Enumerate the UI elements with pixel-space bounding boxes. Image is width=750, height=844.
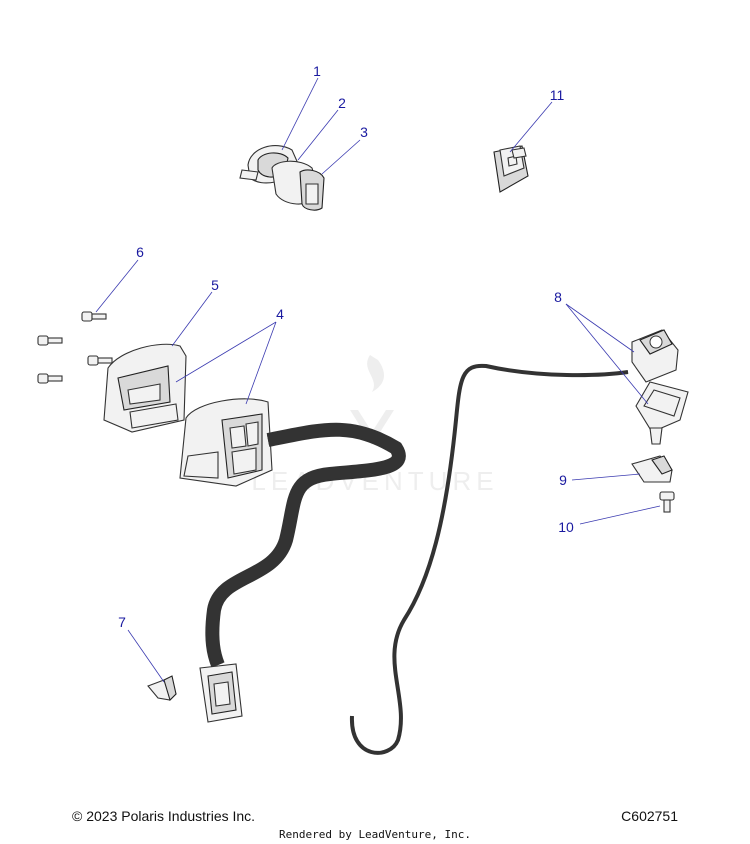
accessory-harness [349,363,629,755]
switch-bezel [635,381,689,445]
ignition-switch [239,145,325,211]
callout-8: 8 [554,289,562,305]
screws [37,311,113,384]
bracket [631,455,673,483]
switch-housing-cover [103,343,187,433]
rendered-by-text: Rendered by LeadVenture, Inc. [278,828,472,841]
wire-clip [147,675,177,702]
callout-2: 2 [338,95,346,111]
callout-3: 3 [360,124,368,140]
handlebar-switch [179,398,273,487]
drawing-code: C602751 [621,808,678,824]
callout-5: 5 [211,277,219,293]
callout-6: 6 [136,244,144,260]
rocker-switch [493,145,529,193]
callout-9: 9 [559,472,567,488]
callout-11: 11 [550,87,565,103]
leader-lines [95,77,661,683]
callout-10: 10 [558,519,574,535]
harness-connector [199,663,243,723]
bolt [659,491,675,513]
callout-7: 7 [118,614,126,630]
accessory-switch [631,329,679,383]
callout-4: 4 [276,306,284,322]
callout-1: 1 [313,63,321,79]
copyright-text: © 2023 Polaris Industries Inc. [72,808,256,824]
